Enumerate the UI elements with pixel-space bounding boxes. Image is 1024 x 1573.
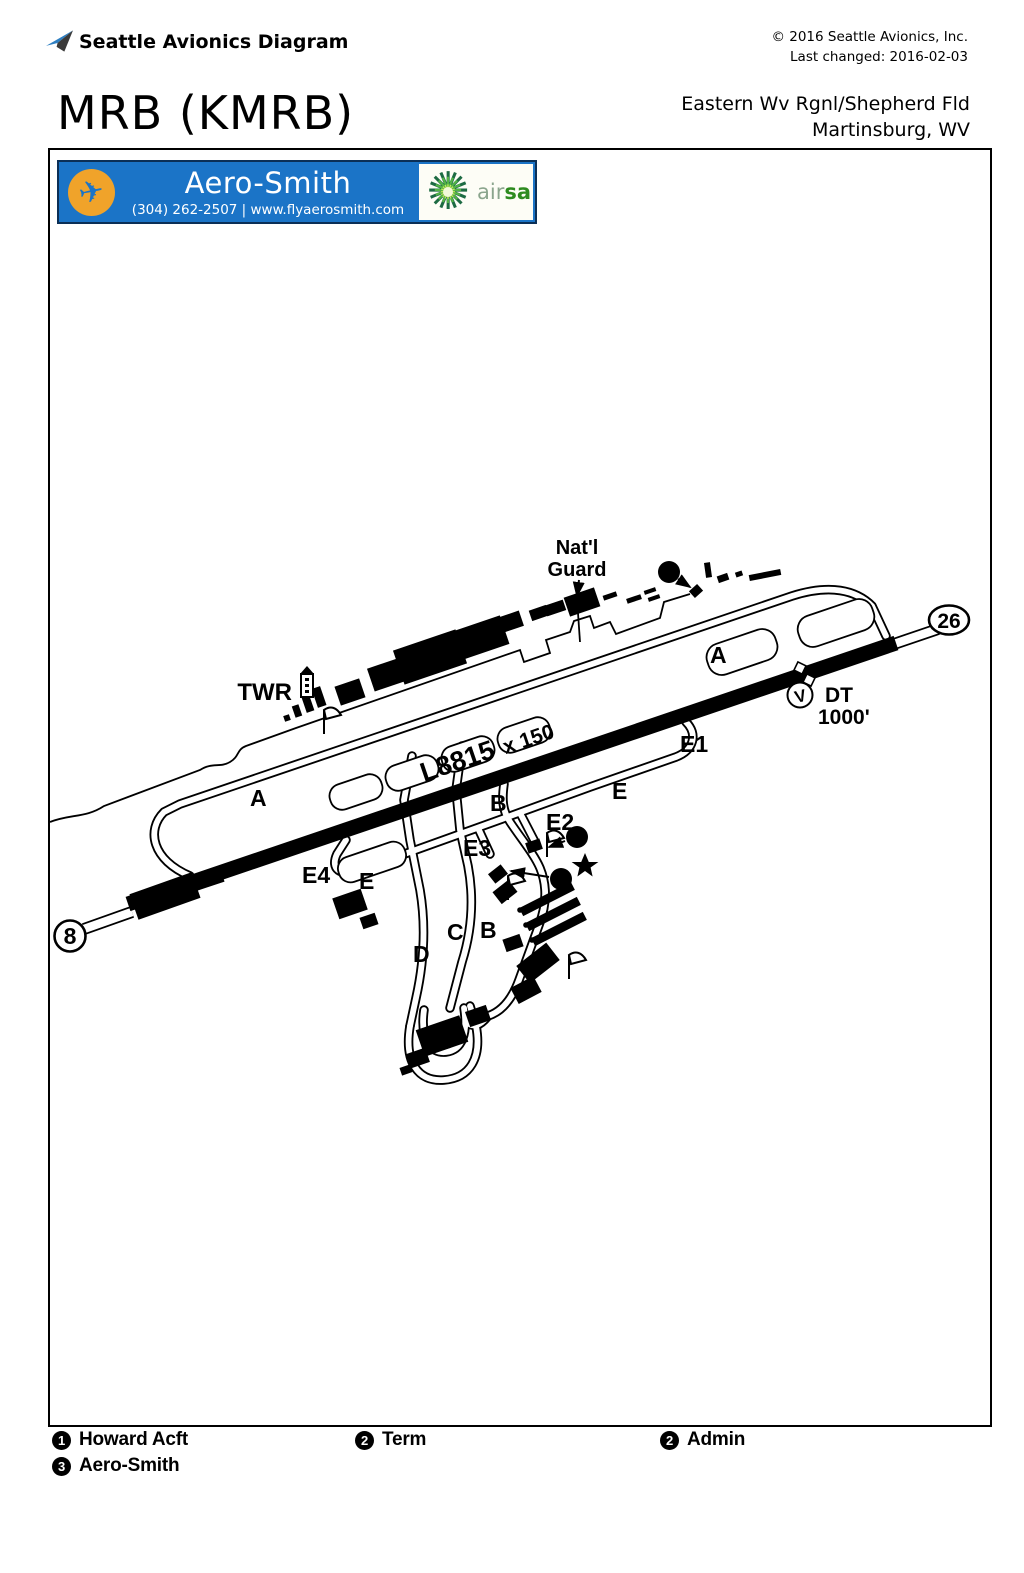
legend-label-1: Howard Acft [79, 1429, 188, 1450]
taxiway-cores [151, 586, 889, 1083]
legend-marker-3: 2 [660, 1430, 679, 1450]
svg-text:A: A [250, 785, 267, 811]
svg-text:E1: E1 [680, 731, 708, 757]
runway-end-8: 8 [53, 919, 87, 953]
airport-city: Martinsburg, WV [811, 118, 970, 141]
fbo-contact: (304) 262-2507 | www.flyaerosmith.com [131, 202, 405, 218]
svg-text:A: A [710, 642, 727, 668]
legend-item-3: 2 Admin [660, 1429, 745, 1451]
fuel-brand-air: air [477, 180, 505, 204]
tower-icon [300, 666, 314, 698]
svg-text:Guard: Guard [548, 559, 607, 581]
marker-2: 2 [547, 826, 588, 848]
legend-marker-4: 3 [52, 1456, 71, 1476]
svg-text:D: D [413, 941, 430, 967]
legend-item-2: 2 Term [355, 1429, 426, 1451]
svg-text:2: 2 [573, 830, 581, 847]
airport-diagram: 8 26 [50, 537, 971, 1085]
svg-text:V: V [793, 686, 809, 707]
legend-item-1: 1 Howard Acft [52, 1429, 188, 1451]
south-buildings [332, 838, 587, 1076]
svg-text:E3: E3 [463, 835, 491, 861]
diagram-frame: ✈ Aero-Smith (304) 262-2507 | www.flyaer… [48, 148, 992, 1427]
legend-marker-2: 2 [355, 1430, 374, 1450]
svg-text:26: 26 [937, 610, 960, 633]
svg-text:DT: DT [825, 684, 853, 707]
svg-text:1000': 1000' [818, 706, 870, 729]
taxiway-labels: A A B E1 E E2 E3 E4 E C B D [250, 642, 727, 967]
north-buildings [283, 562, 782, 722]
marker-1: 1 [658, 561, 692, 589]
tower-group: TWR [237, 666, 314, 706]
fbo-logo-circle: ✈ [68, 169, 115, 216]
svg-text:3: 3 [557, 872, 565, 889]
svg-text:8: 8 [64, 923, 77, 949]
runway-8-26 [81, 623, 940, 935]
svg-text:E4: E4 [302, 862, 330, 888]
copyright-block: © 2016 Seattle Avionics, Inc. Last chang… [771, 28, 968, 67]
svg-text:Nat'l: Nat'l [556, 537, 599, 559]
legend-marker-1: 1 [52, 1430, 71, 1450]
svg-text:E: E [359, 868, 374, 894]
app-header: Seattle Avionics Diagram [46, 30, 348, 54]
airport-name: Eastern Wv Rgnl/Shepherd Fld [681, 93, 970, 115]
svg-text:E: E [612, 778, 627, 804]
fuel-brand-sa: sa [504, 180, 532, 204]
airport-name-block: Eastern Wv Rgnl/Shepherd Fld Martinsburg… [681, 92, 970, 143]
svg-text:C: C [447, 919, 464, 945]
copyright-line: © 2016 Seattle Avionics, Inc. [771, 29, 968, 45]
paper-plane-icon [46, 30, 73, 52]
fbo-name: Aero-Smith [184, 166, 352, 200]
bp-helios-icon: ✺✺✺ [419, 164, 477, 220]
legend-label-4: Aero-Smith [79, 1455, 180, 1476]
app-title: Seattle Avionics Diagram [79, 31, 349, 53]
legend-item-4: 3 Aero-Smith [52, 1455, 180, 1477]
runway-end-26: 26 [927, 604, 971, 636]
svg-text:1: 1 [665, 565, 673, 582]
displaced-threshold-group: V DT 1000' [786, 681, 870, 729]
north-apron-boundary [50, 593, 691, 823]
svg-text:B: B [480, 917, 497, 943]
twr-label: TWR [237, 679, 292, 706]
svg-text:B: B [490, 790, 507, 816]
fuel-brand-text: airsa [477, 180, 531, 204]
airport-code-title: MRB (KMRB) [57, 86, 355, 140]
fuel-brand-panel: ✺✺✺ airsa [419, 164, 533, 220]
holding-bays [328, 598, 876, 884]
marker-3: 3 [509, 867, 572, 890]
last-changed: Last changed: 2016-02-03 [790, 48, 968, 65]
legend-label-3: Admin [687, 1429, 746, 1450]
natl-guard-arrow [572, 579, 585, 598]
legend-label-2: Term [382, 1429, 427, 1450]
natl-guard-label: Nat'l Guard [548, 537, 607, 598]
fbo-ad-banner[interactable]: ✈ Aero-Smith (304) 262-2507 | www.flyaer… [57, 160, 537, 224]
star-icon [571, 853, 599, 877]
